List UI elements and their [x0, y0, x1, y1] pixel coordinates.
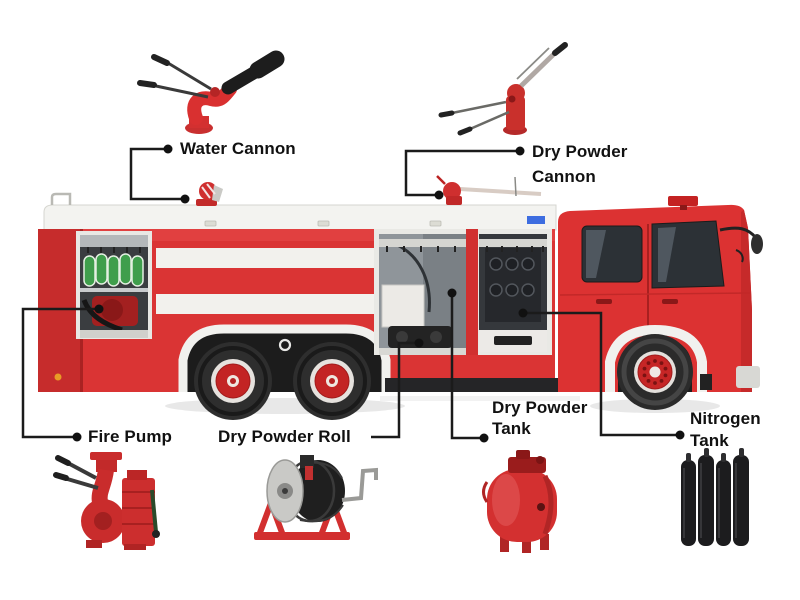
dry-powder-tank-label: Dry Powder Tank — [492, 397, 587, 439]
nitrogen-tank-callout-line — [523, 311, 680, 437]
rear-pump-compartment — [76, 231, 152, 339]
dry-powder-cannon-product — [438, 42, 568, 136]
label-text: Dry Powder Roll — [218, 427, 351, 446]
side-marker-light — [54, 373, 62, 381]
mounted-fire-pump — [81, 296, 138, 333]
label-line-2: Tank — [492, 419, 531, 438]
water-cannon-label: Water Cannon — [180, 139, 296, 159]
truck-cab — [558, 196, 763, 392]
water-cannon-product — [137, 50, 285, 134]
label-text: Fire Pump — [88, 427, 173, 446]
hose-coils — [83, 253, 144, 287]
blue-decal — [527, 216, 545, 224]
label-line-1: Nitrogen — [690, 409, 761, 428]
water-cannon-callout-line — [129, 147, 185, 201]
fire-truck-illustration — [38, 175, 763, 420]
dry-powder-roll-label: Dry Powder Roll — [218, 427, 351, 447]
dry-powder-roll-callout-line — [371, 341, 419, 439]
roof-beacon — [668, 196, 698, 206]
fire-pump-product — [53, 452, 160, 550]
label-line-1: Dry Powder — [532, 142, 628, 161]
dry-powder-cannon-label: Dry Powder Cannon — [532, 139, 627, 189]
front-wheel — [617, 334, 693, 410]
mounted-dry-powder-cannon — [436, 175, 542, 205]
dry-powder-cannon-callout-line — [404, 149, 520, 197]
label-line-2: Cannon — [532, 167, 596, 186]
fire-pump-label: Fire Pump — [88, 427, 172, 447]
nitrogen-tank-product — [681, 448, 749, 546]
middle-compartment-a — [374, 229, 472, 355]
label-line-2: Tank — [690, 431, 729, 450]
label-line-1: Dry Powder — [492, 398, 588, 417]
fire-pump-callout-line — [21, 307, 99, 439]
rear-wheel-2 — [293, 342, 371, 420]
dry-powder-tank-product — [482, 450, 557, 553]
middle-compartment-b — [466, 229, 552, 355]
rear-wheel-1 — [194, 342, 272, 420]
dry-powder-roll-product — [254, 455, 378, 540]
nitrogen-tank-label: Nitrogen Tank — [690, 408, 761, 452]
label-text: Water Cannon — [180, 139, 296, 158]
callout-dots — [72, 144, 685, 443]
mounted-water-cannon — [196, 182, 223, 206]
rear-handrail — [50, 192, 72, 205]
dry-powder-tank-callout-line — [450, 293, 484, 440]
